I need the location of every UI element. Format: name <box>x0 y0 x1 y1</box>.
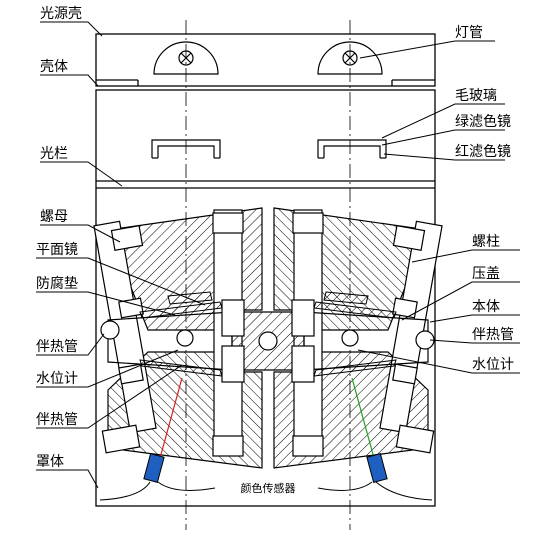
color-sensor-right <box>366 453 388 483</box>
label-level-gauge-left: 水位计 <box>36 371 78 387</box>
red-beam <box>159 377 183 459</box>
label-level-gauge-right: 水位计 <box>472 357 514 373</box>
sensor-cables <box>99 481 433 501</box>
light-source-shell <box>95 33 436 87</box>
label-heat-tracing-tube-1: 伴热管 <box>36 339 78 355</box>
label-green-filter: 绿滤色镜 <box>455 113 511 130</box>
label-heat-tracing-tube-2: 伴热管 <box>36 412 78 428</box>
label-frosted-glass: 毛玻璃 <box>455 87 497 104</box>
label-body: 本体 <box>472 299 500 315</box>
leader-lines <box>36 21 520 489</box>
label-nut: 螺母 <box>40 209 68 225</box>
label-shell: 壳体 <box>40 58 68 75</box>
labels-right: 灯管 毛玻璃 绿滤色镜 红滤色镜 螺柱 压盖 本体 伴热管 水位计 <box>455 25 514 373</box>
center-lines <box>185 20 351 530</box>
label-light-bar: 光栏 <box>40 146 68 162</box>
label-red-filter: 红滤色镜 <box>455 143 511 160</box>
nuts <box>101 212 435 457</box>
filter-holder-right <box>317 139 387 159</box>
label-flat-mirror: 平面镜 <box>36 242 78 258</box>
label-lamp-tube: 灯管 <box>455 25 483 41</box>
color-sensor-left <box>143 453 165 483</box>
labels-left: 光源壳 壳体 光栏 螺母 平面镜 防腐垫 伴热管 水位计 伴热管 罩体 <box>36 5 82 470</box>
shell <box>95 89 436 507</box>
heat-tracing-tubes <box>100 320 435 350</box>
label-anticorrosion-pad: 防腐垫 <box>36 275 78 292</box>
label-light-source-shell: 光源壳 <box>40 5 82 22</box>
flat-mirrors <box>139 291 397 377</box>
label-color-sensor: 颜色传感器 <box>241 481 296 495</box>
label-cover-body: 罩体 <box>36 454 64 470</box>
label-stud: 螺柱 <box>472 234 500 250</box>
filter-holder-left <box>151 139 221 159</box>
label-heat-tracing-tube-right: 伴热管 <box>472 327 514 343</box>
label-gland: 压盖 <box>472 266 500 282</box>
green-beam <box>351 377 375 459</box>
